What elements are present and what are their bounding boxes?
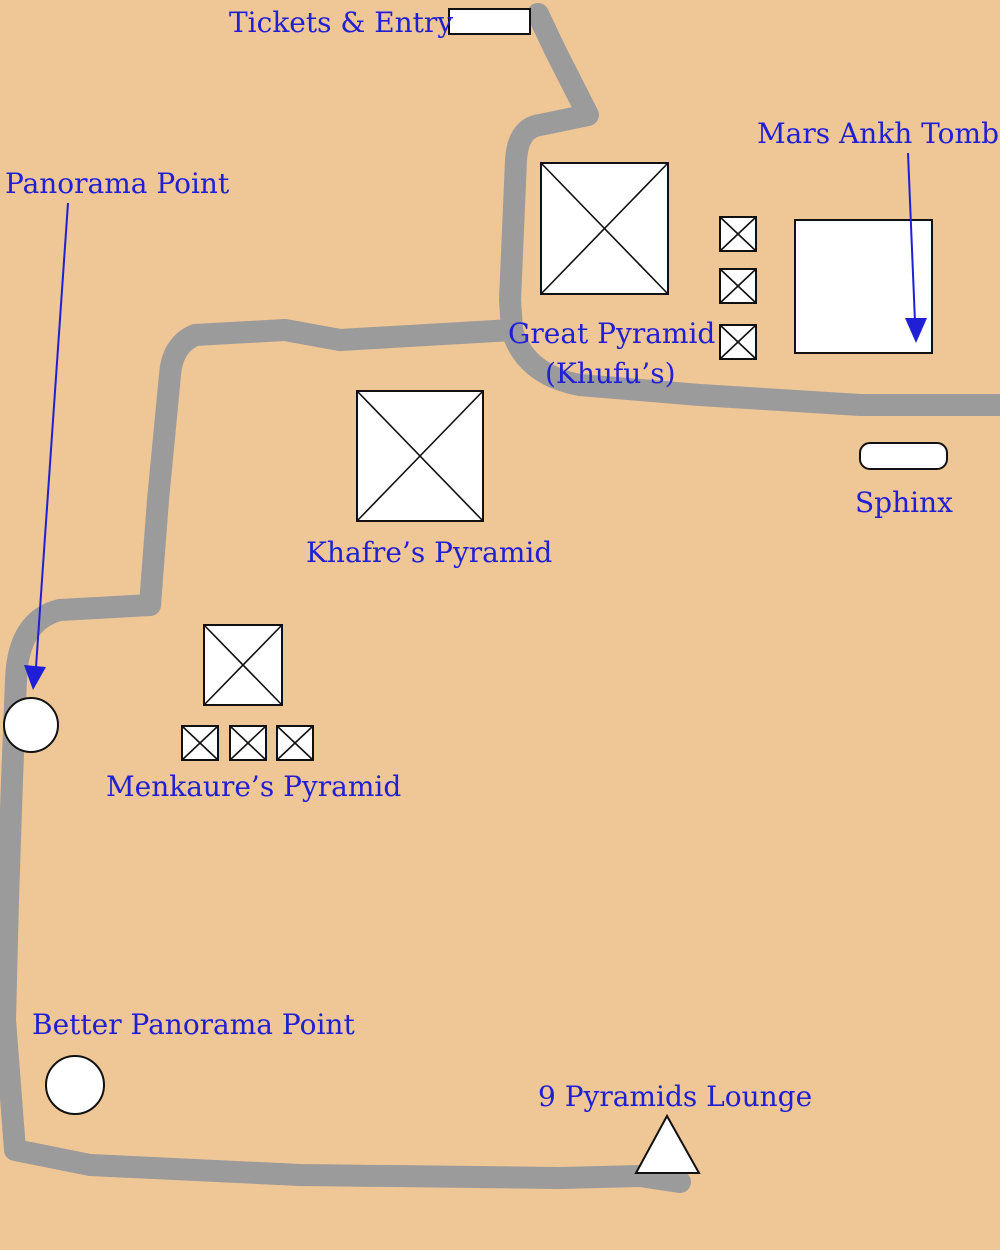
panorama-point-label: Panorama Point [5,167,230,200]
queen-pyramid-icon-2 [719,268,757,304]
mars-ankh-tomb-label: Mars Ankh Tomb [757,117,999,150]
tickets-entry-building [448,8,531,35]
mars-ankh-tomb-building [794,219,933,354]
menkaure-queen-pyramid-icon-1 [181,725,219,761]
great-pyramid-label: Great Pyramid [508,317,715,350]
better-panorama-point-marker [45,1055,105,1115]
sphinx-label: Sphinx [855,486,953,519]
road-great-pyramid-to-sphinx [501,319,1000,416]
khafre-pyramid-label: Khafre’s Pyramid [306,536,552,569]
menkaure-queen-pyramid-icon-2 [229,725,267,761]
pyramids-lounge-label: 9 Pyramids Lounge [538,1080,812,1113]
queen-pyramid-icon-3 [719,324,757,360]
better-panorama-point-label: Better Panorama Point [32,1008,355,1041]
menkaure-queen-pyramid-icon-3 [276,725,314,761]
great-pyramid-icon [540,162,669,295]
mars-ankh-tomb-arrow [905,152,927,343]
road-main-path [0,3,691,1193]
panorama-point-arrow [24,202,69,690]
queen-pyramid-icon-1 [719,216,757,252]
great-pyramid-sublabel: (Khufu’s) [545,357,676,390]
tickets-entry-label: Tickets & Entry [229,6,453,39]
menkaure-pyramid-label: Menkaure’s Pyramid [106,770,401,803]
sphinx-icon [859,442,948,470]
menkaure-pyramid-icon [203,624,283,706]
khafre-pyramid-icon [356,390,484,522]
pyramids-lounge-marker [634,1113,701,1174]
panorama-point-marker [3,697,59,753]
